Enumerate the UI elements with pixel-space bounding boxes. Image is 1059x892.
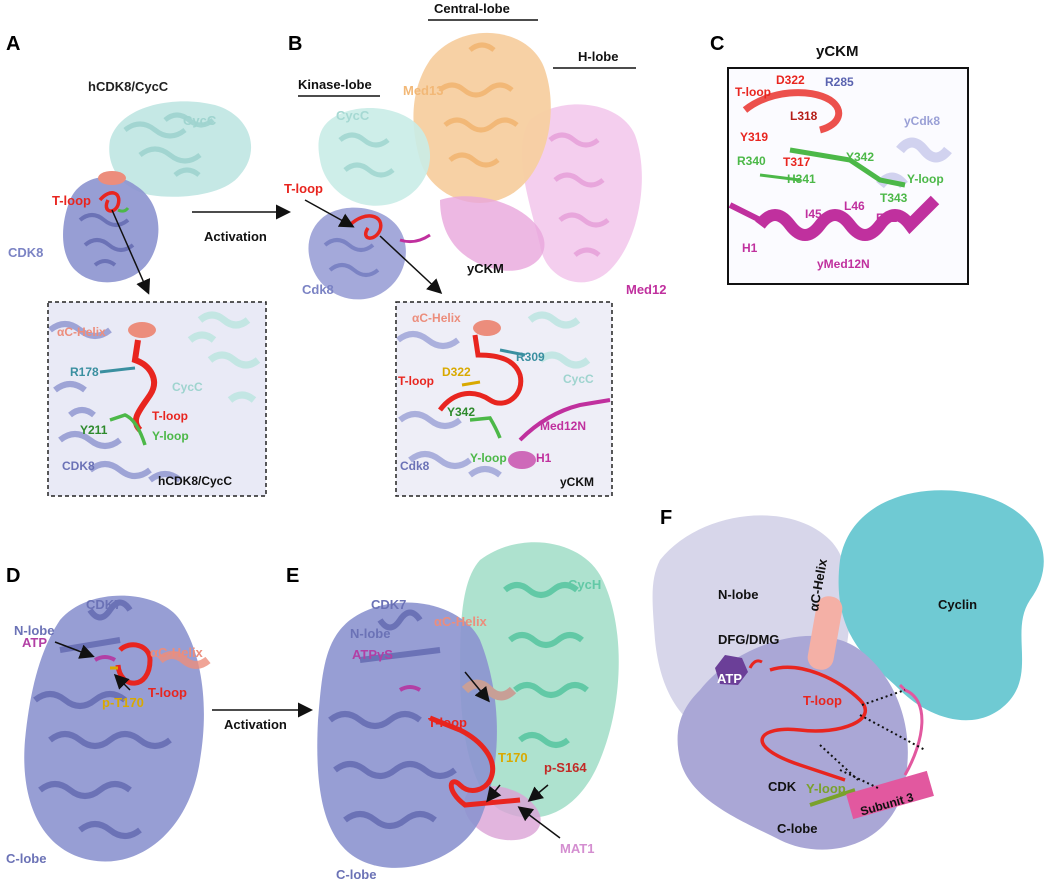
f-cdk: CDK (768, 779, 797, 794)
c-l318: L318 (790, 109, 818, 123)
panel-e-structure (317, 542, 619, 868)
b-zoom-title: yCKM (560, 475, 595, 489)
b-zoom-ahelix: αC-Helix (412, 311, 461, 325)
b-central-lobe: Central-lobe (434, 1, 510, 16)
c-tloop: T-loop (735, 85, 771, 99)
f-nlobe: N-lobe (718, 587, 759, 602)
d-ahelix: αC-Helix (150, 645, 203, 660)
c-d322: D322 (776, 73, 805, 87)
f-cyclin: Cyclin (938, 597, 978, 612)
b-zoom-yloop: Y-loop (470, 451, 507, 465)
panel-letter-a: A (6, 33, 21, 55)
panel-c-frame (727, 67, 969, 285)
c-t343: T343 (880, 191, 908, 205)
b-med13-label: Med13 (403, 83, 444, 98)
a-zoom-cdk8: CDK8 (62, 459, 95, 473)
d-activation: Activation (224, 717, 287, 732)
b-zoom-cdk8: Cdk8 (400, 459, 430, 473)
e-cdk7: CDK7 (371, 597, 407, 612)
b-zoom-d322: D322 (442, 365, 471, 379)
c-l46: L46 (844, 199, 865, 213)
panel-c-structure (728, 68, 968, 284)
panel-letter-d: D (6, 565, 21, 587)
b-kinase-lobe: Kinase-lobe (298, 77, 372, 92)
a-title: hCDK8/CycC (88, 79, 169, 94)
d-tloop: T-loop (148, 685, 187, 700)
d-cdk7: CDK7 (86, 597, 122, 612)
panel-a-zoom (48, 302, 266, 496)
panel-letter-c: C (710, 33, 725, 55)
b-cdk8-label: Cdk8 (302, 282, 334, 297)
a-zoom-y211: Y211 (80, 423, 108, 437)
e-tloop: T-loop (428, 715, 467, 730)
a-cdk8-label: CDK8 (8, 245, 44, 260)
a-zoom-cycc: CycC (172, 380, 203, 394)
b-zoom-y342: Y342 (447, 405, 476, 419)
e-t170: T170 (498, 750, 528, 765)
a-zoom-r178: R178 (70, 365, 99, 379)
panel-a-structure (63, 101, 252, 295)
panel-b-zoom (396, 302, 612, 496)
e-ahelix: αC-Helix (434, 614, 487, 629)
a-zoom-ahelix: αC-Helix (57, 325, 106, 339)
cdk8-ribbon (63, 176, 159, 283)
c-h341: H341 (787, 172, 816, 186)
b-zoom-cycc: CycC (563, 372, 594, 386)
a-zoom-tloop: T-loop (152, 409, 188, 423)
b-med12-label: Med12 (626, 282, 667, 297)
d-clobe: C-lobe (6, 851, 47, 866)
b-yckm-label: yCKM (467, 261, 504, 276)
b-h-lobe: H-lobe (578, 49, 619, 64)
panel-letter-b: B (288, 33, 303, 55)
c-e42: E42 (876, 211, 898, 225)
a-zoom-title: hCDK8/CycC (158, 474, 233, 488)
e-cych: CycH (568, 577, 602, 592)
panel-b-zoom-frame (395, 301, 613, 497)
panel-b-structure (298, 19, 642, 300)
e-atp: ATPγS (352, 647, 393, 662)
d-nlobe: N-lobe (14, 623, 55, 638)
c-i45: I45 (805, 207, 822, 221)
c-y342: Y342 (846, 150, 875, 164)
c-ycdk8: yCdk8 (904, 114, 941, 128)
a-tloop-label: T-loop (52, 193, 91, 208)
c-title: yCKM (816, 43, 859, 60)
f-yloop: Y-loop (806, 781, 846, 796)
panel-letter-f: F (660, 507, 673, 529)
b-zoom-h1: H1 (536, 451, 552, 465)
b-activation-label: Activation (204, 229, 267, 244)
c-ymed12n: yMed12N (817, 257, 870, 271)
c-y319: Y319 (740, 130, 769, 144)
b-zoom-med12n: Med12N (540, 419, 587, 433)
f-dfg: DFG/DMG (718, 632, 780, 647)
panel-a-zoom-frame (47, 301, 267, 497)
a-zoom-yloop: Y-loop (152, 429, 189, 443)
b-tloop-label: T-loop (284, 181, 323, 196)
c-r340: R340 (737, 154, 766, 168)
panel-f-cartoon (652, 490, 1044, 850)
f-tloop: T-loop (803, 693, 842, 708)
e-mat1: MAT1 (560, 841, 595, 856)
e-ps164: p-S164 (544, 760, 587, 775)
c-h1: H1 (742, 241, 758, 255)
d-pt170: p-T170 (102, 695, 144, 710)
d-atp: ATP (22, 635, 48, 650)
c-r285: R285 (825, 75, 854, 89)
f-atp: ATP (717, 671, 743, 686)
f-cyclin-shape (838, 490, 1044, 721)
f-clobe: C-lobe (777, 821, 818, 836)
a-cycc-label: CycC (183, 113, 217, 128)
b-zoom-tloop: T-loop (398, 374, 434, 388)
panel-letter-e: E (286, 565, 300, 587)
e-nlobe: N-lobe (350, 626, 391, 641)
c-yloop: Y-loop (907, 172, 944, 186)
panel-d-structure (24, 595, 211, 862)
b-zoom-r309: R309 (516, 350, 545, 364)
e-clobe: C-lobe (336, 867, 377, 882)
c-t317: T317 (783, 155, 811, 169)
b-cycc-label: CycC (336, 108, 370, 123)
